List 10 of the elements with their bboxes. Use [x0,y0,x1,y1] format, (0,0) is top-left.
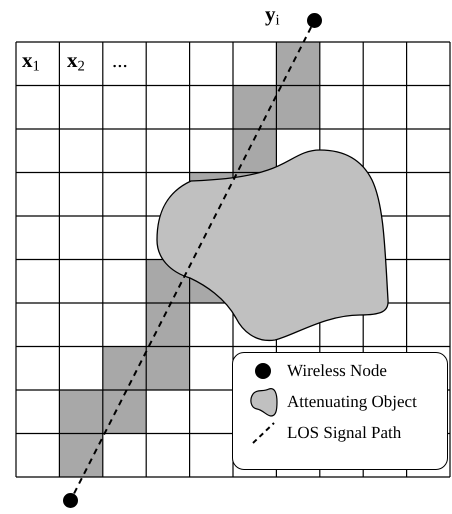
cell-label: x$_{1}$ [22,50,40,74]
node-label: y$_{i}$ [265,4,280,28]
legend-label: Attenuating Object [287,393,417,410]
cell-label: x$_{2}$ [67,50,85,74]
wireless-node [63,493,78,508]
legend-label: LOS Signal Path [287,424,402,441]
wireless-node [307,13,322,28]
legend-label: Wireless Node [287,362,387,379]
cell-label: ... [112,50,128,71]
signal-path-line [73,26,312,494]
